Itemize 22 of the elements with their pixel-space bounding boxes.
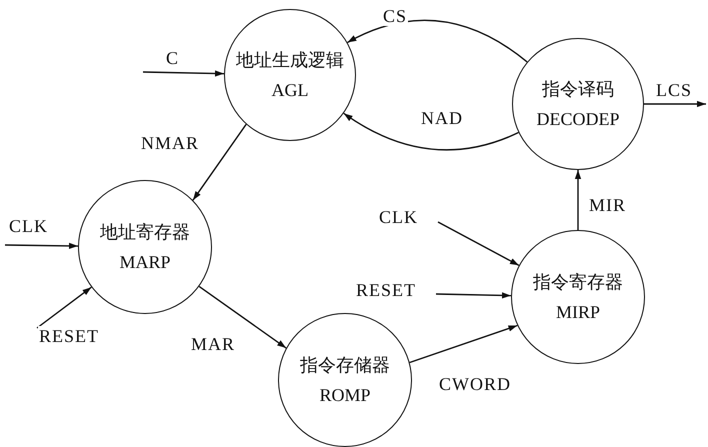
arrow bbox=[436, 292, 512, 299]
process-name: 指令寄存器 bbox=[533, 271, 623, 294]
arrow bbox=[574, 170, 582, 230]
process-name: 地址寄存器 bbox=[100, 221, 190, 244]
arrow bbox=[198, 286, 287, 349]
arrow bbox=[438, 221, 520, 266]
process-name: 地址生成逻辑 bbox=[236, 49, 344, 72]
arrow bbox=[192, 124, 247, 201]
arrow bbox=[347, 20, 528, 63]
process-code: DECODEP bbox=[536, 108, 620, 131]
process-name: 指令存储器 bbox=[300, 354, 390, 377]
arrow bbox=[36, 286, 92, 329]
process-code: AGL bbox=[272, 79, 308, 102]
process-name: 指令译码 bbox=[542, 78, 614, 101]
arrow bbox=[409, 324, 518, 364]
arrow bbox=[343, 112, 519, 151]
process-code: MIRP bbox=[556, 301, 600, 324]
arrow bbox=[5, 242, 78, 250]
arrow bbox=[644, 100, 706, 108]
arrow bbox=[142, 70, 224, 77]
process-code: ROMP bbox=[319, 384, 371, 407]
process-code: MARP bbox=[119, 251, 171, 274]
